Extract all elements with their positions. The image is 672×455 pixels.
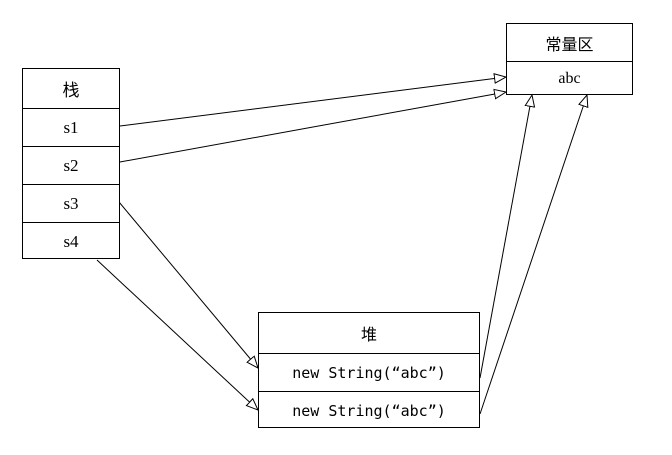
stack-slot-s3: s3 [23, 184, 119, 222]
constant-pool-entry-abc: abc [507, 61, 632, 96]
stack-header-label: 栈 [62, 81, 80, 100]
constant-pool-header-label: 常量区 [545, 36, 594, 54]
stack-slot-s2: s2 [23, 146, 119, 184]
heap-block: 堆 new String(“abc”) new String(“abc”) [258, 312, 480, 428]
arrow-s3-to-heap-object-1 [118, 201, 258, 368]
stack-slot-s4: s4 [23, 222, 119, 260]
constant-pool-block: 常量区 abc [506, 23, 633, 95]
heap-object-2: new String(“abc”) [259, 391, 479, 429]
heap-object-1: new String(“abc”) [259, 353, 479, 391]
arrow-heap-object-2-to-constant-pool [479, 95, 587, 415]
heap-header-label: 堆 [360, 327, 377, 344]
stack-slot-s1: s1 [23, 108, 119, 146]
stack-block: 栈 s1 s2 s3 s4 [22, 68, 120, 259]
arrow-heap-object-1-to-constant-pool [479, 95, 532, 379]
arrow-s1-to-constant-pool [119, 77, 506, 127]
arrow-s4-to-heap-object-2 [96, 259, 258, 410]
arrow-s2-to-constant-pool [119, 92, 506, 163]
